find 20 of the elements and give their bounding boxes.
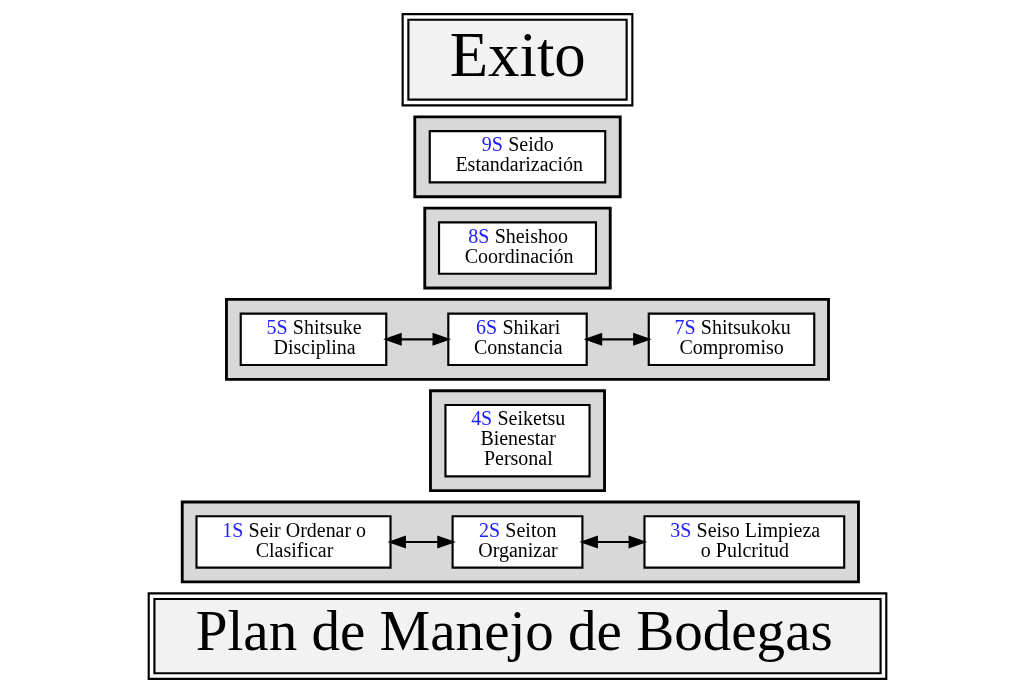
node-box: Exito — [401, 13, 634, 107]
cluster — [180, 500, 860, 584]
node-box: 5S Shitsuke Disciplina — [239, 312, 388, 367]
arrow — [387, 535, 456, 549]
cluster — [413, 115, 622, 199]
cluster — [423, 206, 612, 290]
arrow — [583, 332, 652, 346]
node-box: 3S Seiso Limpieza o Pulcritud — [643, 515, 846, 569]
node-box: 9S Seido Estandarización — [428, 130, 607, 184]
cluster — [225, 298, 830, 381]
cluster — [429, 389, 606, 492]
node-box: 4S Seiketsu Bienestar Personal — [444, 403, 591, 478]
node-box: 1S Seir Ordenar o Clasificar — [195, 515, 392, 569]
node-box: Plan de Manejo de Bodegas — [147, 592, 888, 680]
node-box: 2S Seiton Organizar — [451, 515, 584, 569]
node-box: 8S Sheishoo Coordinación — [437, 221, 598, 275]
arrow — [383, 332, 452, 346]
node-box: 6S Shikari Constancia — [447, 312, 588, 367]
arrow — [579, 535, 648, 549]
node-box: 7S Shitsukoku Compromiso — [647, 312, 816, 367]
